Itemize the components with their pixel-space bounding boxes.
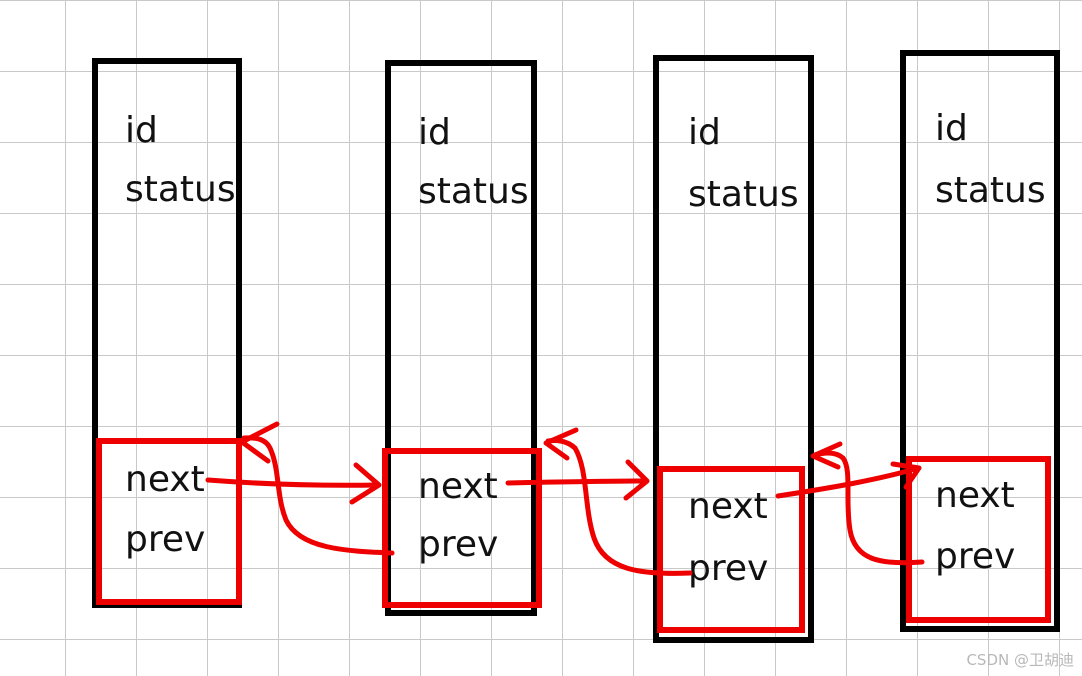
node-2-next-label: next	[418, 466, 498, 507]
node-2-status-label: status	[418, 171, 529, 212]
node-2-prev-label: prev	[418, 524, 499, 565]
node-3-status-label: status	[688, 174, 799, 215]
node-1-prev-label: prev	[125, 519, 206, 560]
watermark: CSDN @卫胡迪	[966, 651, 1074, 669]
node-4	[900, 50, 1060, 632]
node-3	[653, 55, 814, 643]
prev-arrow-3-to-2-head	[543, 427, 579, 461]
prev-arrow-3-to-2	[545, 438, 693, 576]
node-1-status-label: status	[125, 169, 236, 210]
node-2-pointer-box	[382, 448, 542, 608]
node-3-prev-label: prev	[688, 548, 769, 589]
node-3-pointer-box	[657, 466, 805, 633]
node-4-pointer-box	[906, 456, 1051, 623]
next-arrow-1-to-2	[205, 477, 381, 488]
prev-arrow-2-to-1-head	[239, 421, 280, 464]
next-arrow-3-to-4	[775, 465, 921, 499]
next-arrow-3-to-4-head	[890, 461, 922, 490]
node-4-status-label: status	[935, 170, 1046, 211]
node-3-next-label: next	[688, 486, 768, 527]
next-arrow-2-to-3-head	[623, 459, 650, 501]
node-4-prev-label: prev	[935, 536, 1016, 577]
node-1-id-label: id	[125, 110, 158, 151]
node-1-pointer-box	[96, 438, 242, 605]
prev-arrow-2-to-1	[241, 435, 395, 556]
node-2	[385, 60, 537, 616]
node-3-id-label: id	[688, 112, 721, 153]
node-4-next-label: next	[935, 475, 1015, 516]
prev-arrow-4-to-3	[812, 450, 925, 566]
next-arrow-1-to-2-head	[349, 462, 382, 505]
prev-arrow-4-to-3-head	[810, 441, 843, 470]
node-1	[92, 58, 242, 608]
node-4-id-label: id	[935, 108, 968, 149]
node-1-next-label: next	[125, 459, 205, 500]
next-arrow-2-to-3	[505, 478, 648, 486]
node-2-id-label: id	[418, 112, 451, 153]
